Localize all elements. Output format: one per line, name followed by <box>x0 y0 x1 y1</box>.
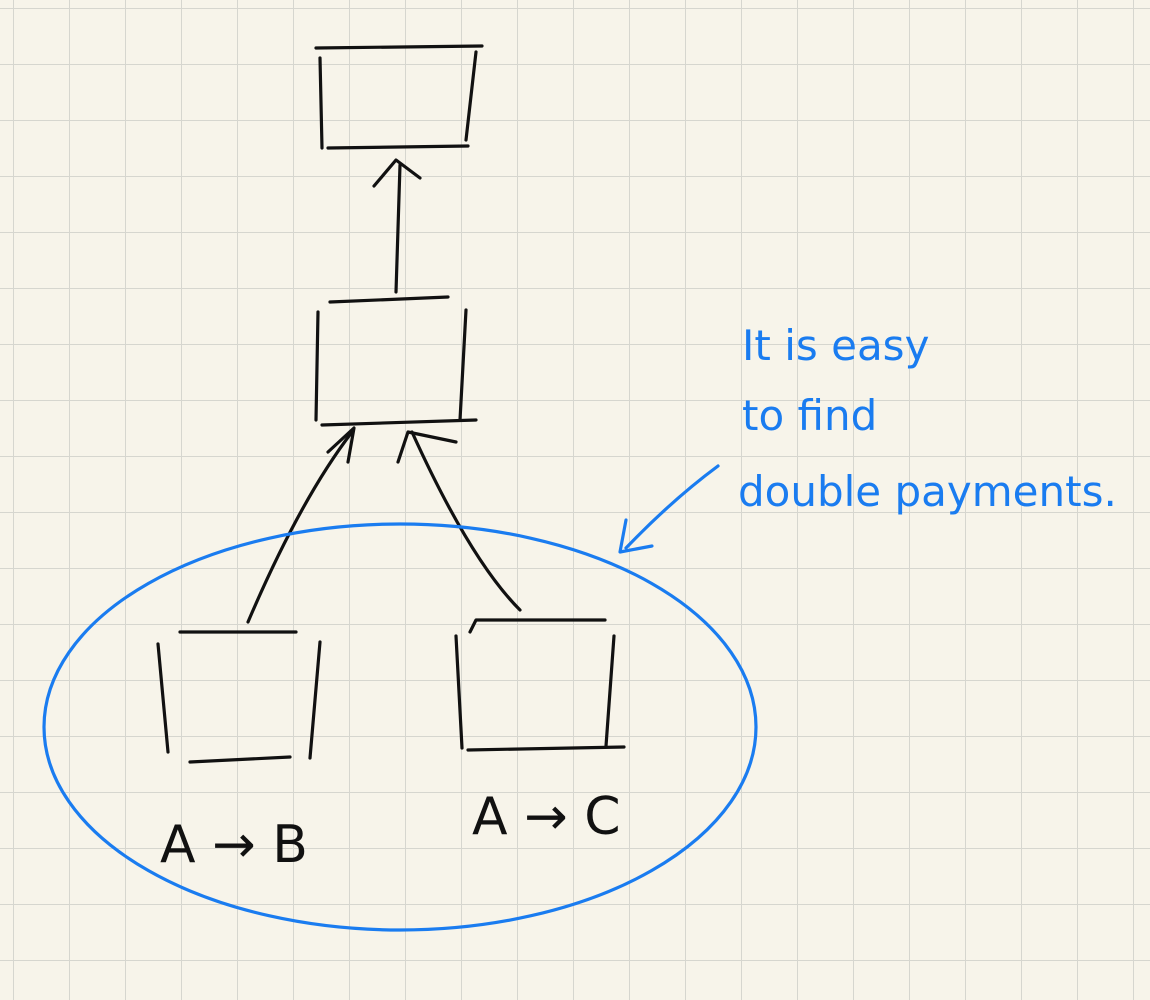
arrow-right-to-middle <box>396 430 522 612</box>
label-a-to-b: A → B <box>160 815 308 875</box>
note-line-2: to find <box>742 391 877 440</box>
label-a-to-c: A → C <box>472 787 621 847</box>
note-line-1: It is easy <box>742 321 929 370</box>
note-line-3: double payments. <box>738 467 1117 516</box>
arrow-left-to-middle <box>246 426 356 624</box>
top-block <box>314 44 484 150</box>
right-bottom-block <box>454 618 626 752</box>
annotation-note: It is easy to find double payments. <box>738 321 1117 516</box>
left-bottom-block <box>156 630 322 764</box>
arrow-middle-to-top <box>372 158 422 294</box>
middle-block <box>314 295 478 427</box>
note-arrow <box>618 464 720 554</box>
highlight-ellipse <box>42 522 758 932</box>
